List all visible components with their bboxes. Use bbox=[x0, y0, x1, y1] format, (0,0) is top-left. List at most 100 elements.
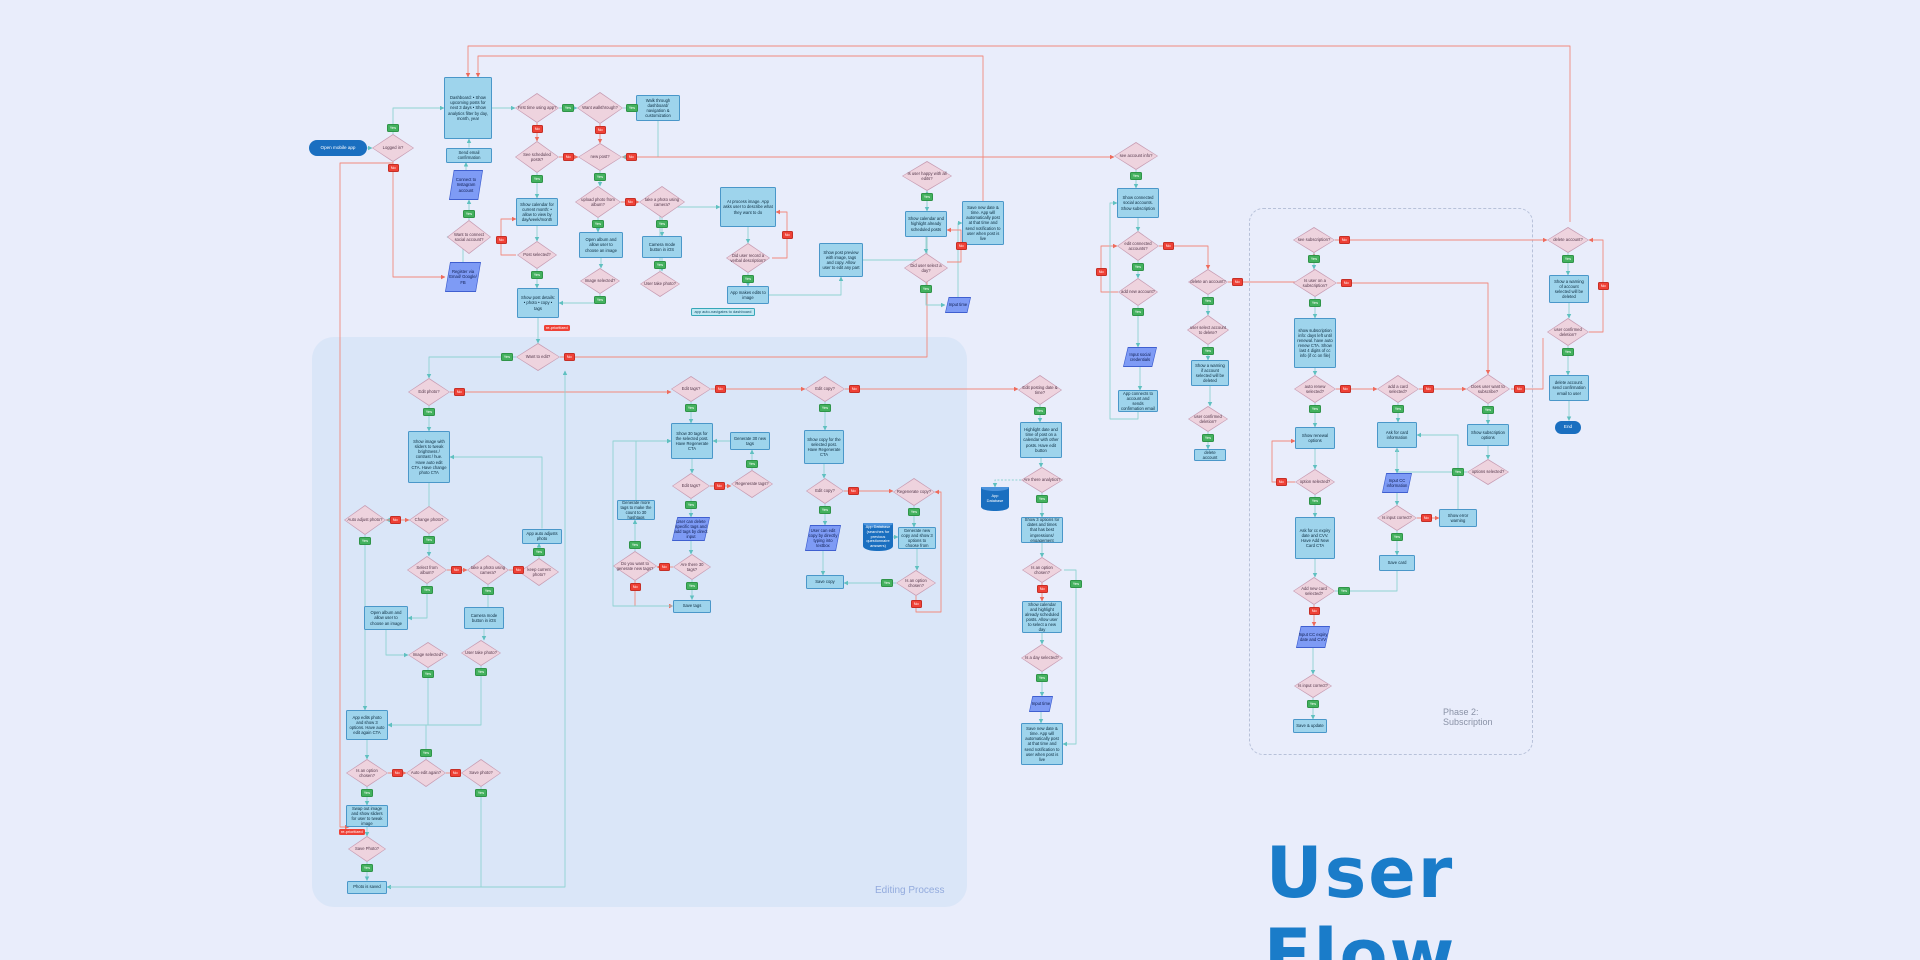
node-time2[interactable]: Input time bbox=[1029, 696, 1053, 712]
node-selacct[interactable]: user select account to delete? bbox=[1187, 315, 1229, 345]
node-time1[interactable]: Input time bbox=[945, 297, 971, 313]
node-upalbum[interactable]: upload photo from album? bbox=[575, 186, 621, 218]
node-editcopy2[interactable]: Edit copy? bbox=[806, 478, 844, 504]
node-editcopy[interactable]: Edit copy? bbox=[805, 376, 845, 402]
node-swap[interactable]: Swap out image and show sliders for user… bbox=[346, 805, 388, 827]
node-askexp[interactable]: Ask for cc expiry date and CVV. Have Add… bbox=[1295, 517, 1335, 559]
node-daysel[interactable]: Is a day selected? bbox=[1021, 644, 1063, 672]
node-verbal[interactable]: Did user record a verbal description? bbox=[726, 243, 770, 273]
node-camera2[interactable]: Camera mode button in iOS bbox=[464, 607, 504, 629]
node-ccio[interactable]: Input CC information bbox=[1382, 473, 1412, 493]
node-loggedin[interactable]: Logged in? bbox=[372, 134, 414, 162]
node-savep1[interactable]: Save photo? bbox=[461, 759, 501, 787]
node-db2[interactable]: App Database bbox=[981, 487, 1009, 511]
node-instaio[interactable]: Connect to Instagram account bbox=[449, 170, 483, 200]
node-walkbox[interactable]: Walk through dashboard/ navigation & cus… bbox=[636, 95, 680, 121]
node-wantsub[interactable]: Does user want to subscribe? bbox=[1466, 374, 1510, 404]
node-delacct1[interactable]: delete an account? bbox=[1188, 269, 1228, 295]
node-savetags[interactable]: Save tags bbox=[673, 599, 711, 613]
node-autorenew[interactable]: auto renew selected? bbox=[1294, 375, 1336, 403]
node-tagio[interactable]: User can delete specific tags and add ta… bbox=[672, 517, 710, 541]
node-appedits[interactable]: App edits photo and show 3 options. Have… bbox=[346, 710, 388, 740]
node-postdetails[interactable]: Show post details: • photo • copy • tags bbox=[517, 288, 559, 318]
node-delbox2[interactable]: delete account. send confirmation email … bbox=[1549, 375, 1589, 401]
node-askcard[interactable]: Ask for card information bbox=[1377, 422, 1417, 448]
node-savecopy[interactable]: Save copy bbox=[806, 575, 844, 589]
node-addnewcard[interactable]: Add new card selected? bbox=[1293, 577, 1335, 605]
node-show3[interactable]: Show 3 options for dates and times that … bbox=[1021, 517, 1063, 543]
node-album2[interactable]: Open album and allow user to choose an i… bbox=[364, 606, 408, 630]
node-inputok2[interactable]: Is input correct? bbox=[1294, 674, 1332, 698]
node-subinfo[interactable]: show subscription info: days left until … bbox=[1294, 318, 1336, 368]
node-dashboard[interactable]: Dashboard: • Show upcoming posts for nex… bbox=[444, 77, 492, 139]
node-seesched[interactable]: See scheduled posts? bbox=[515, 141, 559, 173]
node-regio[interactable]: Register via Email/ Google/ FB bbox=[445, 262, 481, 292]
node-cal2[interactable]: Show calendar and highlight already sche… bbox=[1022, 601, 1062, 633]
node-autoadj[interactable]: Auto adjust photo? bbox=[344, 505, 386, 535]
node-addcard[interactable]: add a card selected? bbox=[1377, 375, 1419, 403]
node-changep[interactable]: Change photo? bbox=[409, 506, 449, 534]
node-delbox1[interactable]: delete account bbox=[1194, 449, 1226, 461]
node-album1[interactable]: Open album and allow user to choose an i… bbox=[579, 232, 623, 258]
node-tags30[interactable]: Show 30 tags for the selected post. Have… bbox=[671, 423, 713, 459]
node-camq[interactable]: take a photo using camera? bbox=[639, 186, 685, 218]
node-sliders[interactable]: Show image with sliders to tweak brightn… bbox=[408, 431, 450, 483]
node-showcopy[interactable]: Show copy for the selected post. Have Re… bbox=[804, 430, 844, 464]
node-optsel2[interactable]: options selected? bbox=[1467, 459, 1509, 485]
node-start[interactable]: Open mobile app bbox=[309, 140, 367, 156]
node-delacct2[interactable]: delete account? bbox=[1547, 227, 1589, 253]
node-optch2[interactable]: Is an option chosen? bbox=[896, 570, 936, 596]
node-dbq[interactable]: App Database (searches for previous ques… bbox=[863, 523, 893, 551]
node-savedt1[interactable]: Save new date & time. App will automatic… bbox=[962, 201, 1004, 245]
node-wantedit[interactable]: Want to edit? bbox=[516, 343, 560, 371]
node-imgsel1[interactable]: Image selected? bbox=[580, 268, 620, 294]
node-regencopy[interactable]: Regenerate copy? bbox=[893, 478, 935, 506]
node-warn2[interactable]: Show a warning of account selected will … bbox=[1549, 275, 1589, 303]
node-aiedit[interactable]: App makes edits to image bbox=[727, 286, 769, 304]
node-connbox[interactable]: App connects to account and sends confir… bbox=[1118, 390, 1158, 412]
node-seeacct[interactable]: see account info? bbox=[1114, 142, 1158, 170]
node-aiproc[interactable]: AI process image. App asks user to descr… bbox=[720, 187, 776, 227]
node-gen30[interactable]: Generate 30 new tags bbox=[730, 432, 770, 450]
node-calmonth[interactable]: Show calendar for current month: • allow… bbox=[516, 198, 558, 226]
node-showacct[interactable]: Show connected social accounts. Show sub… bbox=[1117, 188, 1159, 218]
node-analytics[interactable]: Are there analytics? bbox=[1021, 467, 1063, 493]
node-confdel1[interactable]: user confirmed deletion? bbox=[1188, 406, 1228, 432]
node-wantsocial[interactable]: Want to connect social account? bbox=[447, 220, 491, 254]
node-imgsel2[interactable]: Image selected? bbox=[408, 642, 448, 668]
node-renewopts[interactable]: Show renewal options bbox=[1295, 427, 1335, 449]
node-gennew[interactable]: Generate new copy and show 3 options to … bbox=[898, 527, 936, 549]
node-editdt[interactable]: Edit posting date & time? bbox=[1018, 375, 1062, 405]
node-saveupd[interactable]: Save & update bbox=[1293, 719, 1327, 733]
node-edittags[interactable]: Edit tags? bbox=[671, 376, 711, 402]
node-opt3[interactable]: Is an option chosen? bbox=[1022, 557, 1062, 583]
node-editconn[interactable]: edit connected accounts? bbox=[1117, 231, 1159, 261]
node-dayq[interactable]: Did user select a day? bbox=[904, 253, 948, 283]
node-happy[interactable]: Is user happy with all edits? bbox=[902, 161, 952, 191]
node-endp[interactable]: End bbox=[1555, 420, 1581, 434]
node-optch1[interactable]: Is an option chosen? bbox=[346, 759, 388, 787]
node-warn1[interactable]: Show a warning if account selected will … bbox=[1191, 360, 1229, 386]
node-autobox[interactable]: App auto adjusts photo bbox=[522, 528, 562, 544]
node-savep2[interactable]: Save Photo? bbox=[348, 836, 386, 862]
node-camera1[interactable]: Camera mode button in iOS bbox=[642, 236, 682, 258]
node-cal3[interactable]: Show calendar and highlight already sche… bbox=[905, 211, 947, 237]
node-savedt2[interactable]: Save new date & time. App will automatic… bbox=[1021, 723, 1063, 765]
node-sendmail[interactable]: Send email confirmation bbox=[446, 147, 492, 163]
node-editphoto[interactable]: Edit photo? bbox=[408, 378, 450, 406]
node-subopts[interactable]: Show subscription options bbox=[1467, 424, 1509, 446]
node-takecam[interactable]: take a photo using camera? bbox=[467, 555, 509, 585]
node-ccexp[interactable]: Input CC expiry date and CVV bbox=[1296, 626, 1330, 648]
node-postsel[interactable]: Post selected? bbox=[517, 241, 557, 269]
node-highlight[interactable]: Highlight date and time of post on a cal… bbox=[1020, 422, 1062, 458]
node-addnew[interactable]: add new account? bbox=[1118, 278, 1158, 306]
node-errwarn[interactable]: Show error warning bbox=[1439, 509, 1477, 527]
node-preview[interactable]: Show post preview with image, tags and c… bbox=[819, 243, 863, 277]
node-copyio[interactable]: User can edit copy by directly typing in… bbox=[805, 525, 841, 551]
node-regentags[interactable]: Regenerate tags? bbox=[731, 470, 773, 498]
node-taken1[interactable]: User take photo? bbox=[640, 271, 680, 297]
node-credio[interactable]: Input social credentials bbox=[1123, 347, 1157, 367]
node-optsel1[interactable]: option selected? bbox=[1295, 469, 1335, 495]
node-genmore[interactable]: Generate more tags to make the count to … bbox=[617, 500, 655, 520]
node-inputok1[interactable]: Is input correct? bbox=[1377, 505, 1417, 531]
